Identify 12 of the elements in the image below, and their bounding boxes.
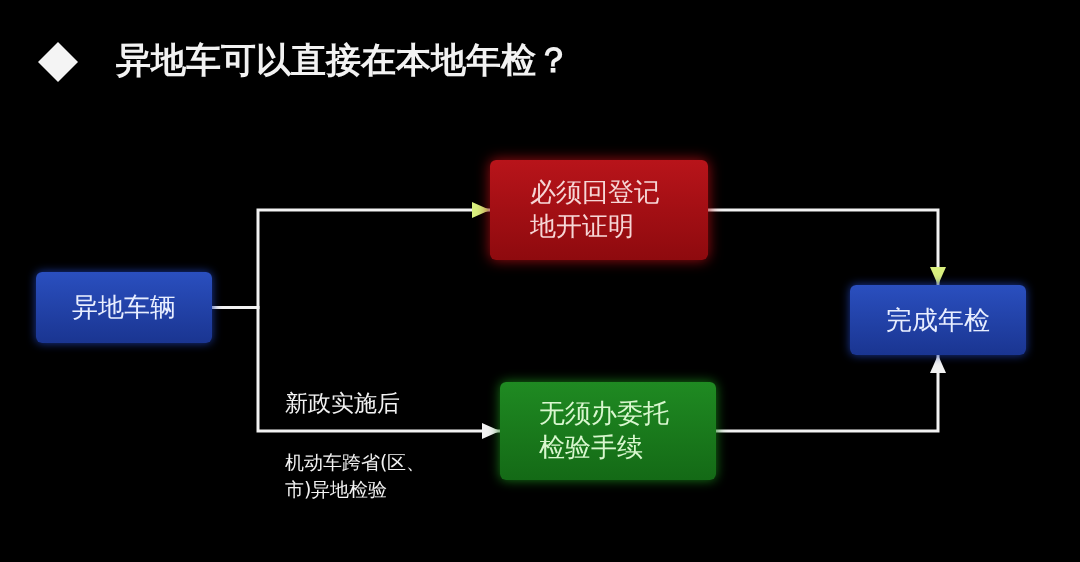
- process-box: [850, 285, 1026, 355]
- process-box: [36, 272, 212, 343]
- title: 异地车可以直接在本地年检？: [116, 39, 571, 82]
- connector-arrow: [716, 355, 946, 433]
- box-label: 异地车辆: [72, 291, 176, 324]
- box-label: 无须办委托检验手续: [539, 397, 671, 464]
- connector-arrow: [708, 208, 946, 285]
- connector-arrow: [212, 306, 500, 439]
- process-box: [500, 382, 716, 480]
- box-label: 必须回登记地开证明: [530, 176, 662, 243]
- process-box: [490, 160, 708, 260]
- box-label: 完成年检: [886, 303, 990, 337]
